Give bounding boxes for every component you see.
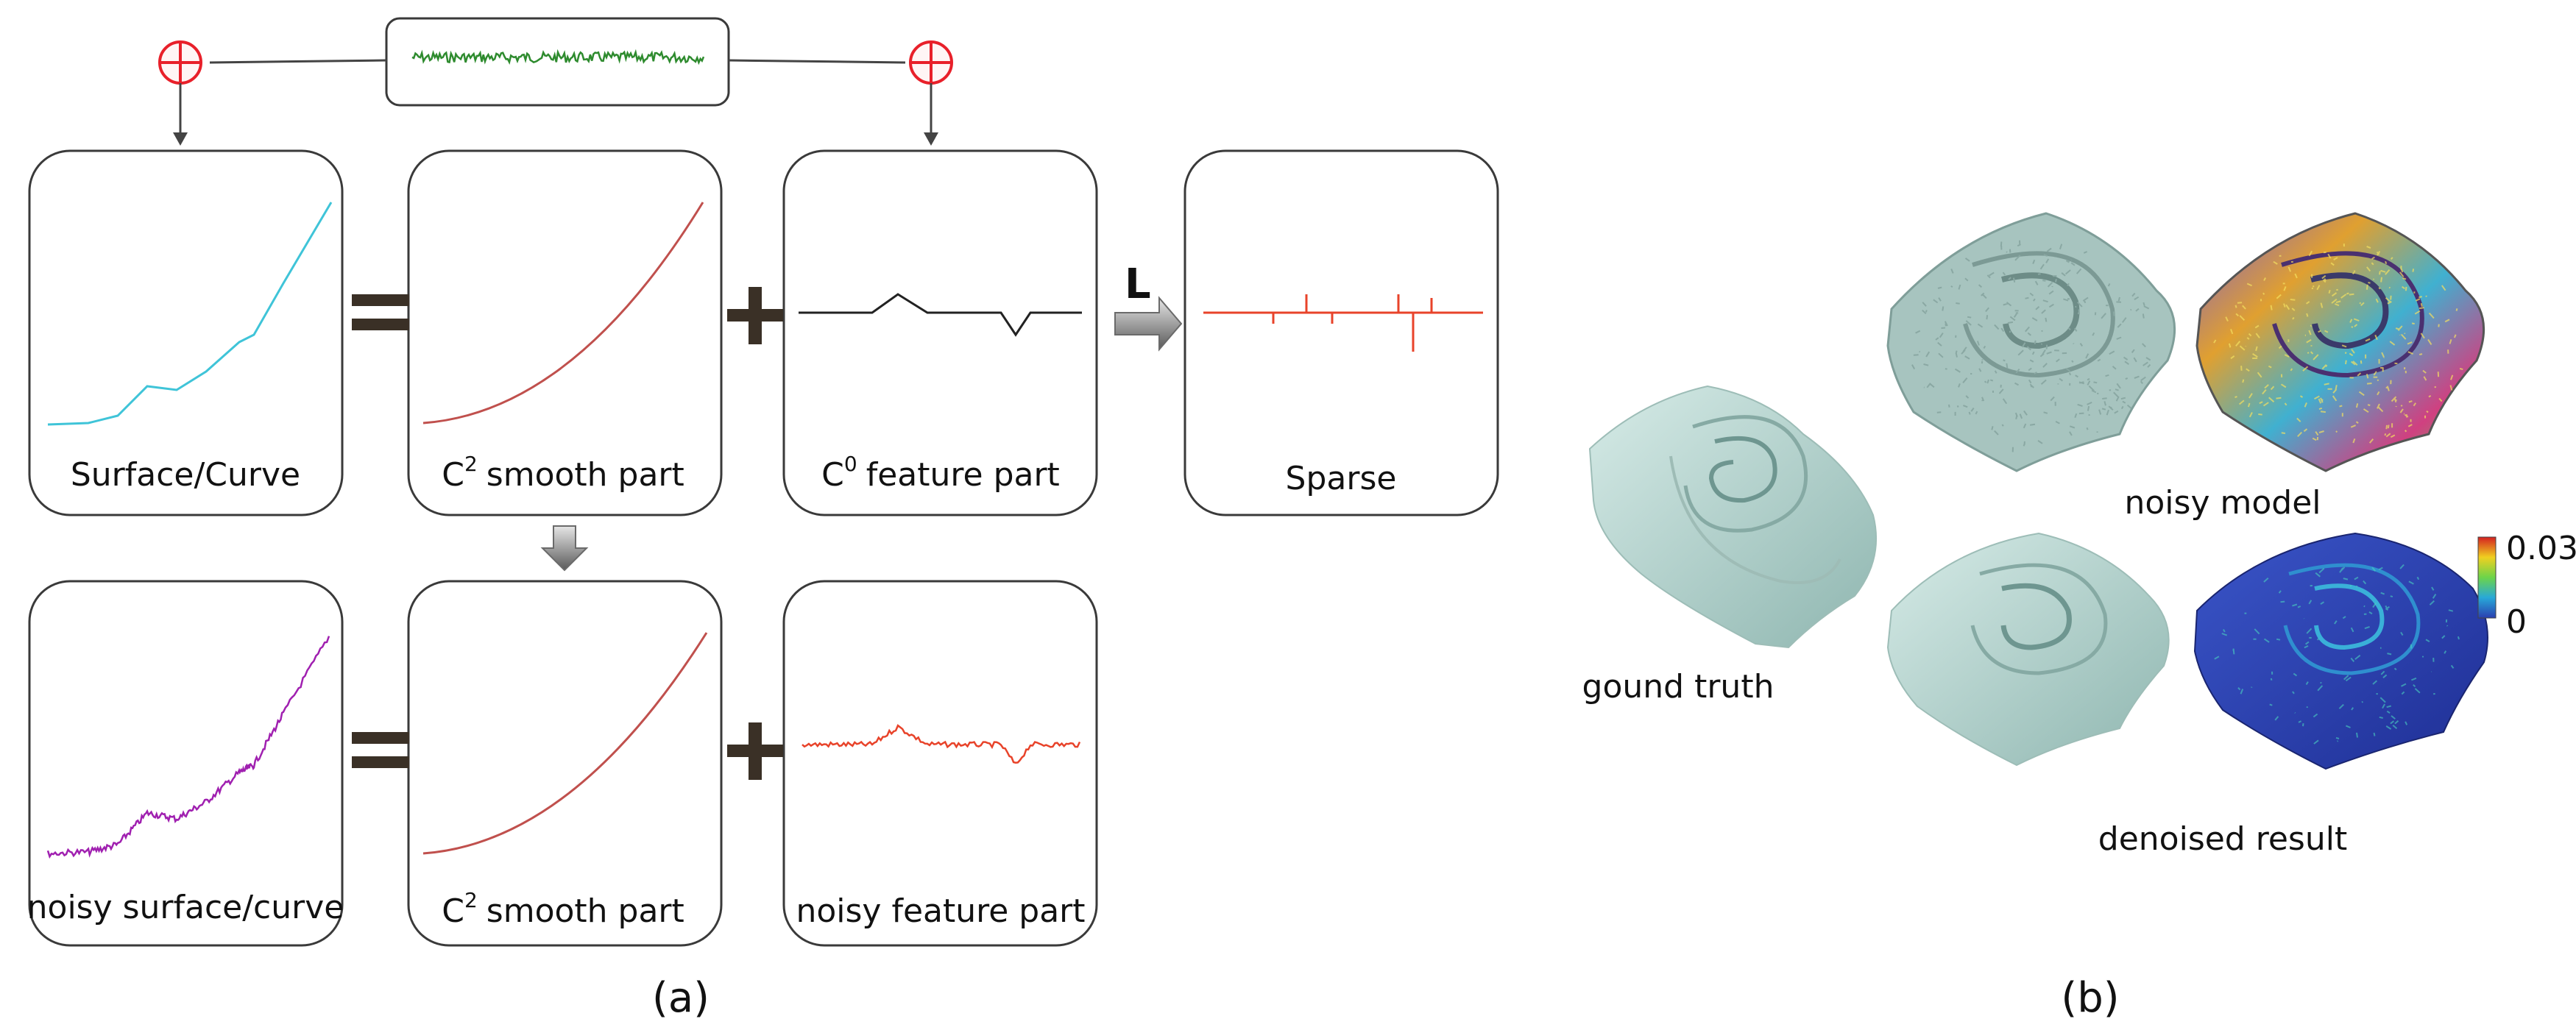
feature-part-text: feature part <box>866 456 1060 494</box>
smooth-part-text: smooth part <box>486 456 684 494</box>
colorbar-min-label: 0 <box>2506 603 2527 641</box>
add-noise-icon-right <box>909 40 953 85</box>
sparse-curve <box>1203 294 1483 352</box>
sparse-label: Sparse <box>1286 460 1397 497</box>
add-noise-icon-left <box>158 40 202 85</box>
noise-signal-box <box>385 17 730 107</box>
c0-feature-label: C0 feature part <box>821 452 1060 494</box>
colorbar-max-label: 0.03 <box>2506 530 2576 567</box>
plus-icon-bottom <box>727 722 783 780</box>
c2-smooth-label-top: C2 smooth part <box>442 452 684 494</box>
arrow-down-left-icon <box>173 83 188 146</box>
c0-superscript: 0 <box>844 452 857 476</box>
noisy-surface-label: noisy surface/curve <box>27 889 344 926</box>
c2-smooth-label-bottom: C2 smooth part <box>442 888 684 930</box>
noisy-surface-box <box>28 580 344 947</box>
l-operator-arrow-icon <box>1114 296 1183 352</box>
noisy-feature-curve <box>802 724 1081 764</box>
feature-part-box <box>782 149 1098 516</box>
smooth-curve-top <box>422 202 704 425</box>
surface-curve-box <box>28 149 344 516</box>
noise-connector-left <box>209 59 387 64</box>
c-letter: C <box>442 456 464 494</box>
feature-curve <box>799 293 1082 337</box>
noisy-model-label: noisy model <box>2125 484 2321 522</box>
denoised-mesh <box>1886 532 2170 767</box>
equals-icon-bottom <box>352 732 409 768</box>
smooth-curve-bottom <box>422 632 708 855</box>
panel-b: gound truth noisy model d <box>1582 212 2576 1022</box>
smooth-part-box-top <box>407 149 723 516</box>
c-letter: C <box>821 456 844 494</box>
equals-icon-top <box>352 294 409 330</box>
ground-truth-label: gound truth <box>1582 668 1774 706</box>
error-colorbar <box>2477 536 2497 619</box>
smooth-part-box-bottom <box>407 580 723 947</box>
smooth-down-arrow-icon <box>540 525 589 572</box>
panel-b-caption: (b) <box>2061 974 2119 1022</box>
denoised-label: denoised result <box>2098 820 2347 858</box>
noisy-feature-box <box>782 580 1098 947</box>
ground-truth-mesh <box>1588 385 1878 649</box>
noisy-model-mesh <box>1886 212 2176 472</box>
surface-curve-label: Surface/Curve <box>71 456 300 494</box>
noisy-model-normals-mesh <box>2195 212 2485 472</box>
surface-curve <box>47 202 333 426</box>
noisy-surface-curve <box>46 636 330 859</box>
plus-icon-top <box>727 287 783 344</box>
noise-connector-right <box>728 59 906 64</box>
sparse-box <box>1183 149 1499 516</box>
c-letter: C <box>442 892 464 930</box>
smooth-part-text: smooth part <box>486 892 684 930</box>
c2-superscript: 2 <box>464 888 478 912</box>
noise-signal-curve <box>411 49 705 65</box>
l-operator-label: L <box>1125 260 1151 308</box>
c2-superscript: 2 <box>464 452 478 476</box>
arrow-down-right-icon <box>924 83 938 146</box>
panel-a-caption: (a) <box>652 974 710 1022</box>
noisy-feature-label: noisy feature part <box>796 892 1085 930</box>
denoised-error-mesh <box>2193 532 2488 770</box>
